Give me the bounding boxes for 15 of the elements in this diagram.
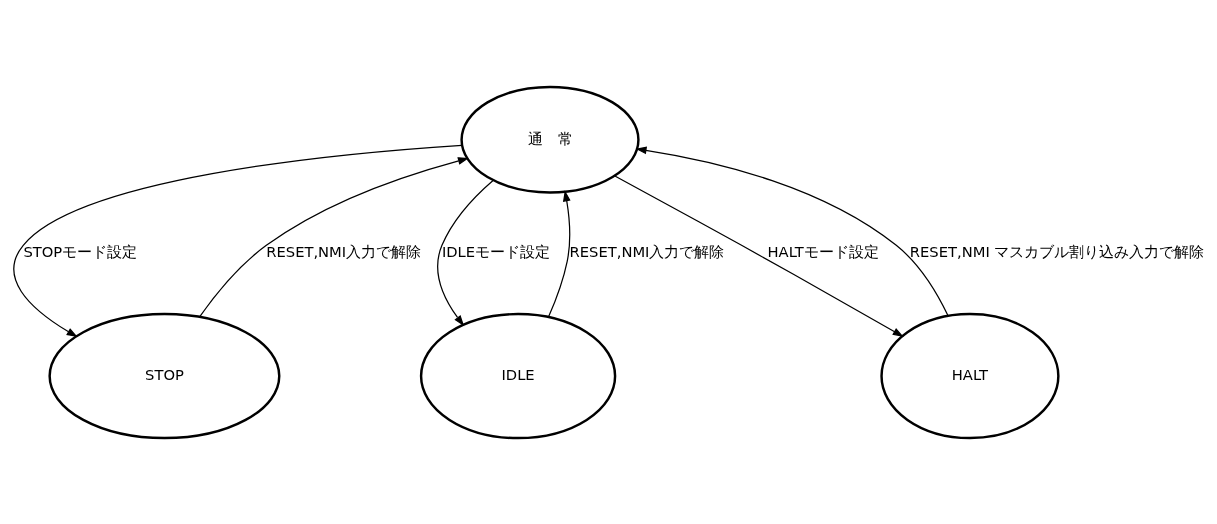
arrow — [437, 179, 494, 326]
edge-label: STOPモード設定 — [23, 242, 138, 260]
arrow — [635, 146, 949, 316]
arrow — [199, 156, 470, 317]
edge-label: RESET,NMI入力で解除 — [569, 242, 725, 260]
node-ellipse: STOP — [48, 312, 281, 439]
node-ellipse: HALT — [880, 312, 1060, 439]
node-ellipse: 通 常 — [460, 85, 640, 194]
edge-label: IDLEモード設定 — [441, 242, 551, 260]
edge-label: RESET,NMI マスカブル割り込み入力で解除 — [909, 242, 1205, 260]
arrow — [13, 144, 463, 337]
edge-label: RESET,NMI入力で解除 — [266, 242, 422, 260]
arrow — [614, 174, 904, 337]
edge-label: HALTモード設定 — [767, 242, 879, 260]
arrow — [547, 189, 571, 317]
